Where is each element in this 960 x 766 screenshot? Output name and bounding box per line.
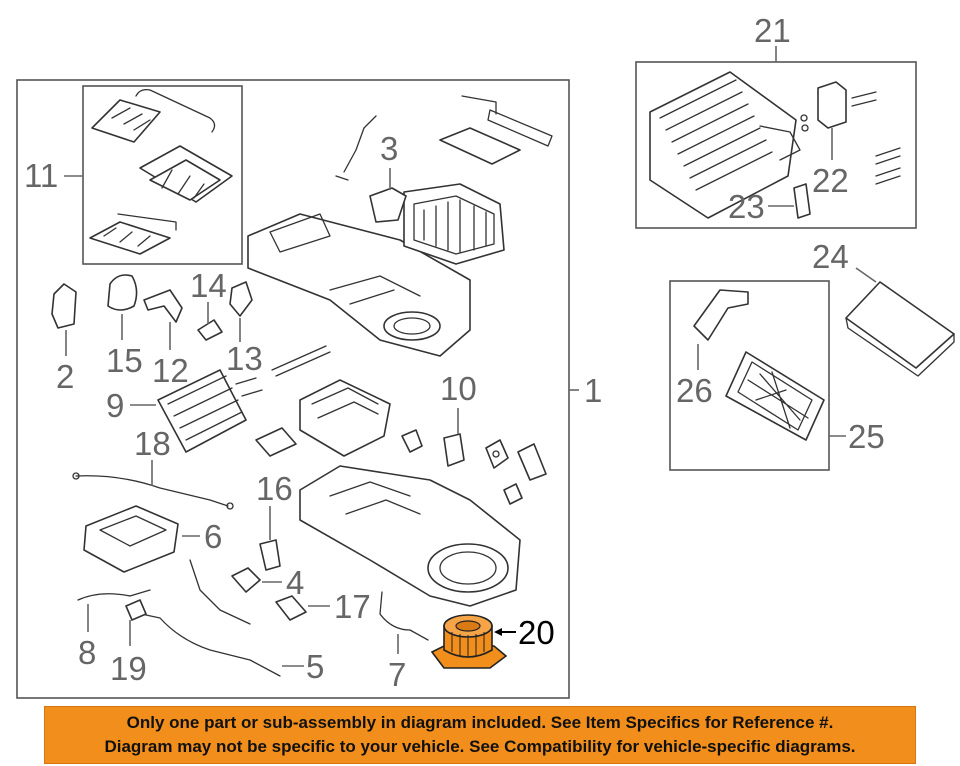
part-15-drawing — [107, 274, 138, 311]
part-16-drawing — [259, 539, 281, 571]
leader-20-arrowhead — [494, 628, 502, 636]
callout-16: 16 — [256, 470, 293, 507]
callout-13: 13 — [226, 340, 263, 377]
callout-15: 15 — [106, 342, 143, 379]
part-22-expansion-valve — [817, 81, 901, 185]
part-2-drawing — [51, 283, 77, 329]
part-7-drawing — [379, 591, 429, 641]
part-26-drawing — [693, 289, 749, 341]
callout-1: 1 — [584, 372, 602, 409]
lower-case-drawing — [299, 465, 521, 607]
callout-11: 11 — [24, 157, 58, 194]
part-4-drawing — [231, 567, 261, 593]
callout-2: 2 — [56, 358, 74, 395]
inset-25-frame — [669, 280, 830, 471]
callout-9: 9 — [106, 387, 124, 424]
part-13-drawing — [229, 281, 253, 317]
part-17-drawing — [275, 595, 307, 621]
callout-19: 19 — [110, 650, 147, 687]
leader-24 — [855, 267, 877, 283]
callout-12: 12 — [152, 352, 189, 389]
main-assembly-frame — [16, 79, 570, 699]
part-18-drawing — [72, 472, 234, 510]
part-21-evaporator — [649, 71, 809, 219]
gaskets-drawing — [401, 429, 547, 505]
part-20-blower-motor — [430, 614, 508, 669]
harness-drawing — [77, 559, 281, 677]
callout-5: 5 — [306, 648, 324, 685]
callout-21: 21 — [754, 12, 791, 49]
disclaimer-line-1: Only one part or sub-assembly in diagram… — [126, 713, 834, 732]
part-14-drawing — [197, 319, 223, 341]
callout-23: 23 — [728, 188, 765, 225]
part-1-drawing — [247, 95, 553, 357]
callout-4: 4 — [286, 564, 304, 601]
part-doors-drawing — [255, 379, 391, 457]
callout-7: 7 — [388, 656, 406, 693]
callout-10: 10 — [440, 370, 477, 407]
callout-25: 25 — [848, 418, 885, 455]
disclaimer-banner: Only one part or sub-assembly in diagram… — [44, 706, 916, 764]
callout-3: 3 — [380, 130, 398, 167]
part-23-gasket — [793, 183, 811, 219]
callout-17: 17 — [334, 588, 371, 625]
part-12-drawing — [143, 289, 183, 323]
callout-26: 26 — [676, 372, 713, 409]
callout-6: 6 — [204, 518, 222, 555]
part-9-drawing — [157, 345, 331, 453]
part-10-drawing — [443, 433, 465, 467]
callout-22: 22 — [812, 162, 849, 199]
callout-18: 18 — [134, 425, 171, 462]
part-24-cabin-filter — [845, 281, 955, 377]
part-3-drawing — [335, 115, 407, 223]
part-25-drawing — [725, 351, 825, 441]
callout-20: 20 — [518, 614, 555, 651]
callout-24: 24 — [812, 238, 849, 275]
inset-11-frame — [82, 85, 243, 265]
callout-14: 14 — [190, 267, 227, 304]
callout-8: 8 — [78, 634, 96, 671]
part-11-drawing — [89, 88, 233, 255]
part-6-drawing — [83, 505, 179, 573]
disclaimer-line-2: Diagram may not be specific to your vehi… — [104, 737, 856, 756]
